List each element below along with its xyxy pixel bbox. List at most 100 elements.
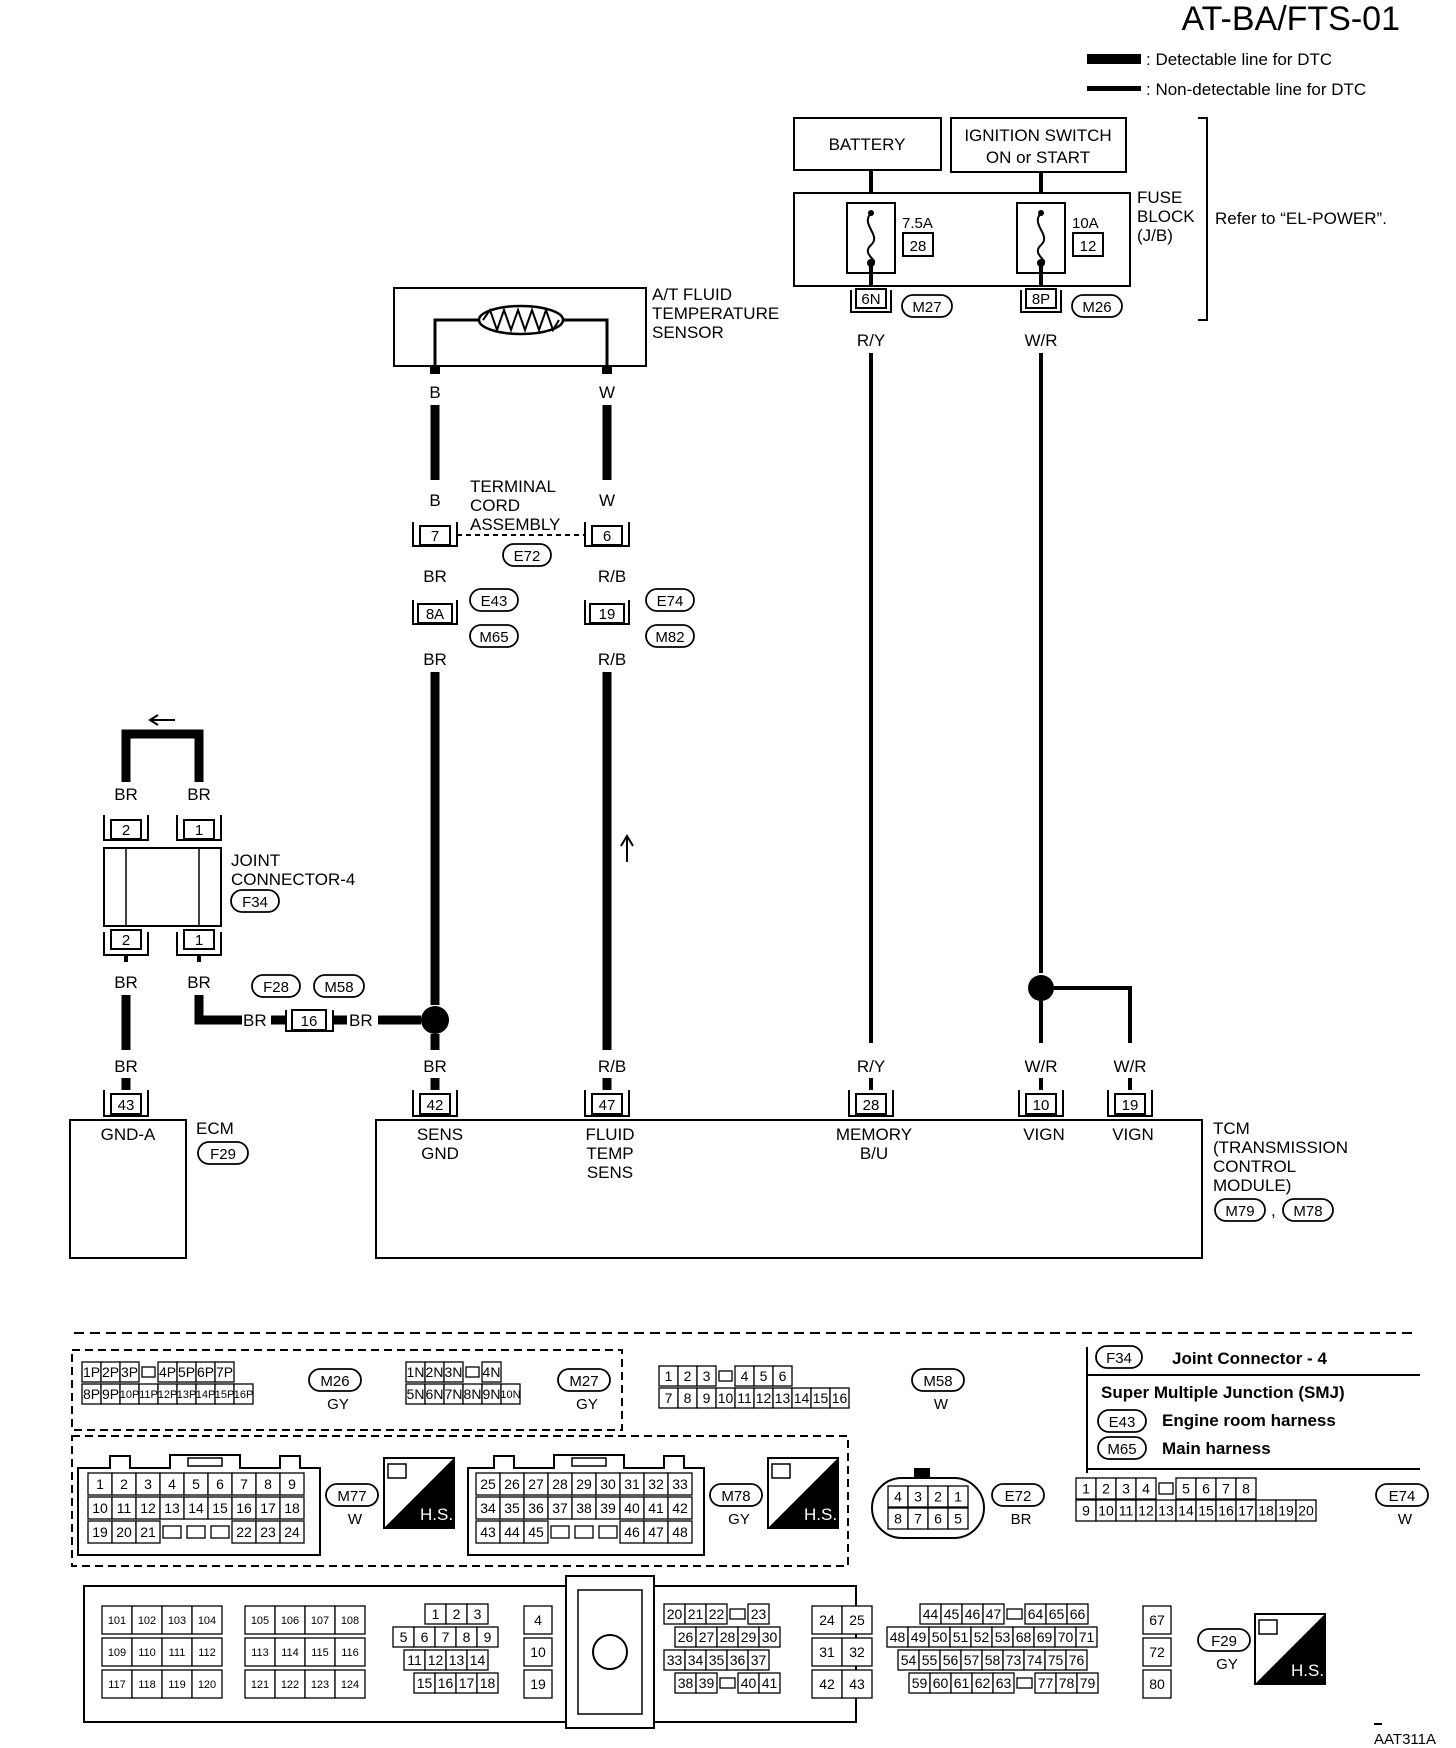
svg-text:R/B: R/B xyxy=(598,1057,626,1076)
connector-m79-tag xyxy=(1214,1198,1266,1222)
f29-pin-79 xyxy=(1076,1672,1099,1694)
m58-pin-5-label: 5 xyxy=(760,1368,768,1384)
m58-pin-3-label: 3 xyxy=(703,1368,711,1384)
connector-m78-color: GY xyxy=(728,1511,750,1528)
f29-pin-112-label: 112 xyxy=(198,1647,216,1659)
terminal-cord-label-1: TERMINAL xyxy=(470,477,556,496)
m26-pin-gap-blank xyxy=(141,1366,156,1378)
m78-pin-33-label: 33 xyxy=(672,1476,688,1492)
m27-pin-10N xyxy=(500,1383,521,1405)
m78-pin-34-label: 34 xyxy=(480,1500,496,1516)
ecm-terminal-gnd-a: GND-A xyxy=(101,1125,156,1144)
sensor-label-1: A/T FLUID xyxy=(652,285,732,304)
svg-text:W/R: W/R xyxy=(1113,1057,1146,1076)
m78-pin-42 xyxy=(667,1496,693,1520)
m78-pin-45 xyxy=(523,1520,549,1544)
e74-pin-12-label: 12 xyxy=(1138,1503,1154,1519)
e74-pin-4-label: 4 xyxy=(1142,1481,1150,1497)
svg-text:SENS: SENS xyxy=(417,1125,463,1144)
m27-pin-2N-label: 2N xyxy=(426,1364,444,1380)
f29-pin-8-label: 8 xyxy=(463,1629,471,1645)
m26-pin-3P-label: 3P xyxy=(121,1364,138,1380)
f29-pin-107-label: 107 xyxy=(311,1615,329,1627)
connector-8a xyxy=(417,603,453,624)
connector-e74-tag xyxy=(645,588,695,612)
ignition-switch-state: ON or START xyxy=(986,148,1090,167)
f29-pin-118-label: 118 xyxy=(138,1679,156,1691)
m77-pin-1-label: 1 xyxy=(96,1476,104,1492)
m77-pin-2-label: 2 xyxy=(120,1476,128,1492)
f29-lock-icon xyxy=(592,1634,628,1670)
connector-m27-tag xyxy=(557,1368,611,1392)
svg-text:VIGN: VIGN xyxy=(1023,1125,1065,1144)
f29-pin-116-label: 116 xyxy=(341,1647,359,1659)
m26-pin-15P-label: 15P xyxy=(215,1389,235,1401)
f29-pin-1-label: 1 xyxy=(432,1606,440,1622)
m77-pin-8-label: 8 xyxy=(264,1476,272,1492)
e74-pin-17-label: 17 xyxy=(1238,1503,1254,1519)
f29-pin-47 xyxy=(982,1603,1005,1625)
m58-pin-gap-blank xyxy=(718,1370,733,1382)
connector-m58-tag xyxy=(911,1368,965,1392)
m26-pin-7P xyxy=(214,1361,235,1383)
f29-pin-107 xyxy=(304,1605,336,1635)
f29-pin-23 xyxy=(747,1603,770,1625)
f29-pin-gap-blank xyxy=(1016,1677,1033,1689)
m26-pin-5P-label: 5P xyxy=(178,1364,195,1380)
svg-text:E72: E72 xyxy=(514,548,541,565)
m78-pin-48-label: 48 xyxy=(672,1524,688,1540)
svg-text:BR: BR xyxy=(114,973,138,992)
m26-pin-12P-label: 12P xyxy=(158,1389,178,1401)
e74-pin-19-label: 19 xyxy=(1278,1503,1294,1519)
svg-text:TEMP: TEMP xyxy=(586,1144,633,1163)
f29-pin-116 xyxy=(334,1637,366,1667)
m26-pin-4P-label: 4P xyxy=(159,1364,176,1380)
f29-pin-64-label: 64 xyxy=(1028,1606,1044,1622)
m78-pin-37-label: 37 xyxy=(552,1500,568,1516)
f29-pin-18-label: 18 xyxy=(480,1675,496,1691)
f29-pin-42 xyxy=(811,1669,843,1699)
svg-text:E74: E74 xyxy=(657,593,684,610)
m58-pin-10-label: 10 xyxy=(718,1390,734,1406)
connector-m26-tag xyxy=(1071,294,1123,318)
e74-pin-6-label: 6 xyxy=(1202,1481,1210,1497)
ignition-switch-box xyxy=(950,117,1127,173)
tcm-label-3: CONTROL xyxy=(1213,1157,1296,1176)
m58-pin-1-label: 1 xyxy=(665,1368,673,1384)
f29-pin-19-label: 19 xyxy=(530,1676,546,1692)
terminal-cord-pin-7 xyxy=(419,525,451,546)
m78-pin-43-label: 43 xyxy=(480,1524,496,1540)
f29-pin-43-label: 43 xyxy=(849,1676,865,1692)
m26-pin-2P-label: 2P xyxy=(102,1364,119,1380)
svg-text:6: 6 xyxy=(603,528,611,545)
connector-m82-tag xyxy=(645,624,695,648)
svg-text:F34: F34 xyxy=(242,894,268,911)
svg-text:W: W xyxy=(599,491,615,510)
ecm-label: ECM xyxy=(196,1119,234,1138)
f29-pin-39-label: 39 xyxy=(699,1675,715,1691)
m77-pin-4-label: 4 xyxy=(168,1476,176,1492)
svg-text:8A: 8A xyxy=(426,606,444,623)
e72-pin-3-label: 3 xyxy=(914,1489,922,1505)
f29-pin-55-label: 55 xyxy=(922,1652,938,1668)
f29-pin-44-label: 44 xyxy=(923,1606,939,1622)
f29-pin-33-label: 33 xyxy=(667,1652,683,1668)
svg-text:BR: BR xyxy=(349,1011,373,1030)
e74-pin-8-label: 8 xyxy=(1242,1481,1250,1497)
f29-pin-63-label: 63 xyxy=(996,1675,1012,1691)
svg-text:BR: BR xyxy=(243,1011,267,1030)
connector-f29-tag xyxy=(197,1141,249,1165)
e74-pin-1-label: 1 xyxy=(1082,1481,1090,1497)
f29-pin-23-label: 23 xyxy=(751,1606,767,1622)
f29-pin-119 xyxy=(161,1669,193,1699)
e74-pin-10-label: 10 xyxy=(1098,1503,1114,1519)
f29-pin-110 xyxy=(131,1637,163,1667)
legend-non-detectable-swatch xyxy=(1087,86,1141,91)
svg-text:1: 1 xyxy=(195,822,203,839)
f29-pin-67-label: 67 xyxy=(1149,1612,1165,1628)
svg-text:VIGN: VIGN xyxy=(1112,1125,1154,1144)
f29-pin-124 xyxy=(334,1669,366,1699)
m78-pin-48 xyxy=(667,1520,693,1544)
f29-pin-24-label: 24 xyxy=(819,1612,835,1628)
signal-arrow-up xyxy=(620,834,634,862)
